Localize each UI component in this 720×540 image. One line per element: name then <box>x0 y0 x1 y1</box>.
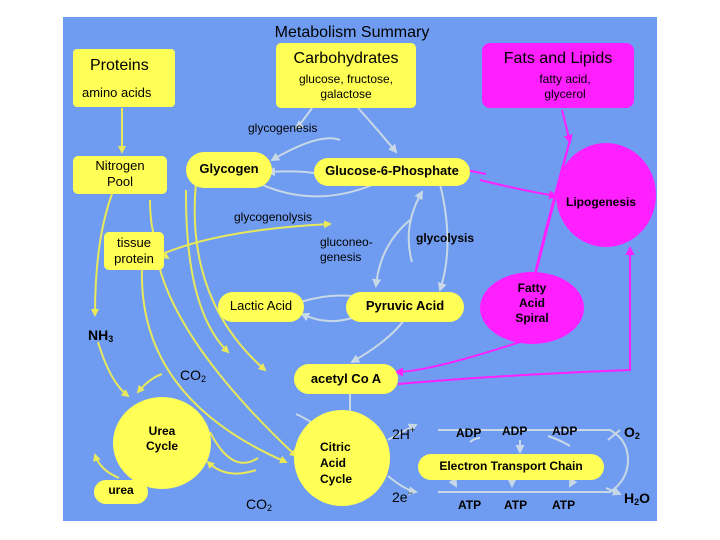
urea-cycle-line1: Urea <box>148 424 176 438</box>
carbohydrates-label: Carbohydrates <box>293 50 399 67</box>
carbohydrates-box <box>276 43 416 108</box>
adp-label-3: ADP <box>552 424 578 438</box>
sugars-label-line1: glucose, fructose, <box>298 72 394 86</box>
amino-acids-label: amino acids <box>82 85 152 100</box>
electrons-label: 2e− <box>392 488 413 505</box>
fatty-acid-label-line1: fatty acid, <box>539 72 591 86</box>
fats-box <box>482 43 634 108</box>
lipogenesis-circle <box>556 143 656 247</box>
lipogenesis-label: Lipogenesis <box>566 195 637 209</box>
gluconeogenesis-line2: genesis <box>320 250 362 264</box>
urea-cycle-line2: Cycle <box>145 439 179 453</box>
ammonia-label: NH3 <box>88 327 114 344</box>
citric-acid-cycle-line3: Cycle <box>320 472 353 486</box>
urea-box <box>94 480 148 504</box>
adp-label-2: ADP <box>502 424 528 438</box>
proteins-label: Proteins <box>90 57 149 74</box>
atp-label-3: ATP <box>552 498 576 512</box>
glycogen-box <box>186 152 272 188</box>
fatty-acid-spiral-line3: Spiral <box>515 311 549 325</box>
citric-acid-cycle-line1: Citric <box>320 440 351 454</box>
tissue-protein-box <box>104 232 164 270</box>
water-label: H2O <box>624 490 651 507</box>
glycogen-label: Glycogen <box>199 161 259 176</box>
fatty-acid-spiral-line1: Fatty <box>517 281 547 295</box>
urea-cycle-circle <box>113 397 211 489</box>
citric-acid-cycle-line2: Acid <box>320 456 347 470</box>
glycogenesis-label: glycogenesis <box>248 121 318 135</box>
gluconeogenesis-line1: gluconeo- <box>320 235 373 249</box>
oxygen-label: O2 <box>624 424 640 441</box>
tissue-protein-line2: protein <box>114 251 154 266</box>
atp-label-1: ATP <box>458 498 482 512</box>
tissue-protein-line1: tissue <box>117 235 151 250</box>
acetyl-coa-box <box>294 364 398 394</box>
proteins-box <box>73 49 175 107</box>
lactic-acid-label: Lactic Acid <box>229 298 293 313</box>
urea-label: urea <box>108 483 134 497</box>
co2-label-bottom: CO2 <box>246 496 273 513</box>
citric-acid-cycle-circle <box>294 410 390 506</box>
hydrogen-ions-label: 2H+ <box>392 425 416 442</box>
nitrogen-pool-box <box>73 156 167 194</box>
glucose-6-phosphate-label: Glucose-6-Phosphate <box>325 163 459 178</box>
nitrogen-pool-line2: Pool <box>106 174 134 189</box>
glycolysis-label: glycolysis <box>416 231 475 245</box>
electron-transport-chain-box <box>418 454 604 480</box>
fatty-acid-spiral-line2: Acid <box>518 296 545 310</box>
diagram-title: Metabolism Summary <box>274 24 430 41</box>
glucose-6-phosphate-box <box>314 158 470 186</box>
pyruvic-acid-box <box>346 292 464 322</box>
co2-label-top: CO2 <box>180 367 207 384</box>
fatty-acid-label-line2: glycerol <box>544 87 586 101</box>
nitrogen-pool-line1: Nitrogen <box>95 158 145 173</box>
atp-label-2: ATP <box>504 498 528 512</box>
acetyl-coa-label: acetyl Co A <box>310 371 382 386</box>
lactic-acid-box <box>218 292 304 322</box>
fats-label: Fats and Lipids <box>503 50 613 67</box>
fatty-acid-spiral-circle <box>480 272 584 344</box>
adp-label-1: ADP <box>456 426 482 440</box>
pyruvic-acid-label: Pyruvic Acid <box>365 298 445 313</box>
glycogenolysis-label: glycogenolysis <box>234 210 313 224</box>
sugars-label-line2: galactose <box>320 87 372 101</box>
electron-transport-chain-label: Electron Transport Chain <box>439 459 583 473</box>
